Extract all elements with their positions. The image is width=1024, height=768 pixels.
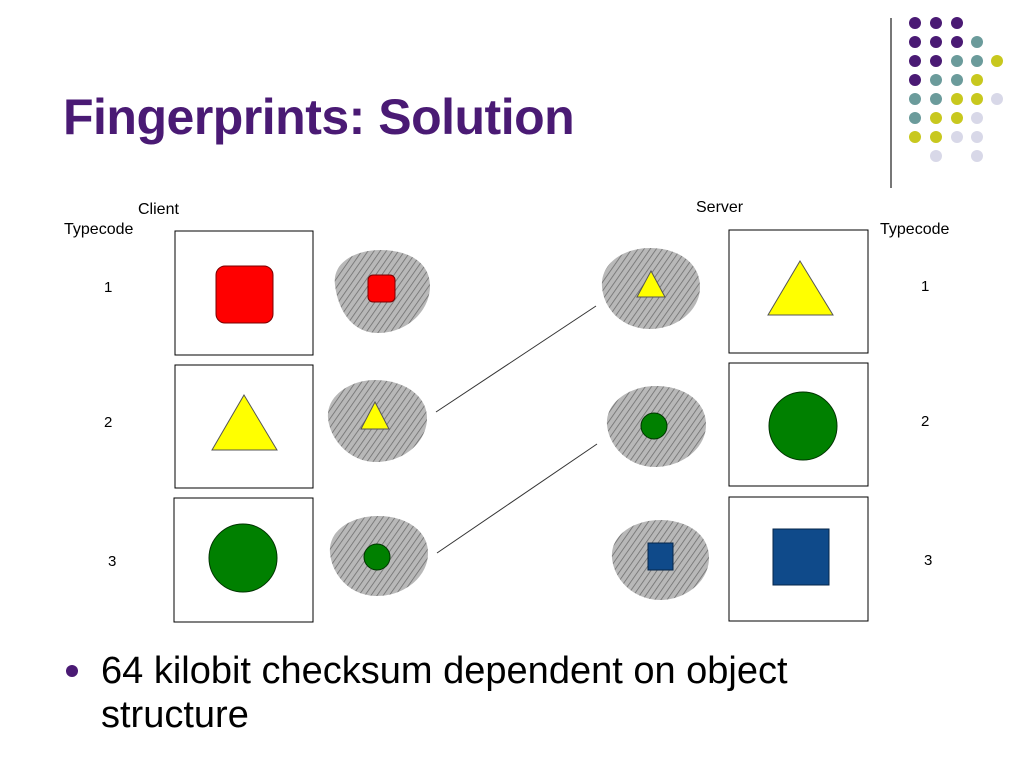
yellow-triangle xyxy=(211,394,278,451)
server-fingerprint-3 xyxy=(611,520,709,600)
green-circle xyxy=(208,523,278,593)
client-type-box-3 xyxy=(173,497,314,623)
client-fingerprint-1 xyxy=(334,250,430,333)
match-line-2-to-1 xyxy=(435,305,597,413)
client-type-box-2 xyxy=(174,364,314,489)
server-typecode-2: 2 xyxy=(921,413,929,430)
server-type-box-2 xyxy=(728,362,869,487)
server-fingerprint-1 xyxy=(601,248,700,329)
fingerprint-diagram: Client Typecode Server Typecode 1 2 3 1 … xyxy=(64,199,949,623)
yellow-triangle xyxy=(767,260,834,316)
blue-square xyxy=(772,528,830,586)
server-type-box-1 xyxy=(728,229,869,354)
server-label: Server xyxy=(696,199,744,216)
decorative-divider xyxy=(890,18,892,188)
client-typecode-3: 3 xyxy=(108,553,116,570)
client-typecode-2: 2 xyxy=(104,414,112,431)
client-typecode-1: 1 xyxy=(104,279,112,296)
client-fingerprint-2 xyxy=(327,380,427,462)
bullet-dot xyxy=(66,665,78,677)
server-typecode-1: 1 xyxy=(921,278,929,295)
decorative-dot-grid xyxy=(909,17,1003,162)
client-typecode-header: Typecode xyxy=(64,221,133,238)
slide-title: Fingerprints: Solution xyxy=(63,89,575,145)
server-type-box-3 xyxy=(728,496,869,622)
bullet-text: 64 kilobit checksum dependent on object … xyxy=(101,650,788,736)
server-typecode-header: Typecode xyxy=(880,221,949,238)
client-fingerprint-3 xyxy=(329,516,428,596)
client-label: Client xyxy=(138,201,179,218)
client-type-box-1 xyxy=(174,230,314,356)
match-line-3-to-2 xyxy=(436,443,598,554)
red-rounded-square xyxy=(215,265,274,324)
server-typecode-3: 3 xyxy=(924,552,932,569)
server-fingerprint-2 xyxy=(606,386,706,467)
green-circle xyxy=(768,391,838,461)
